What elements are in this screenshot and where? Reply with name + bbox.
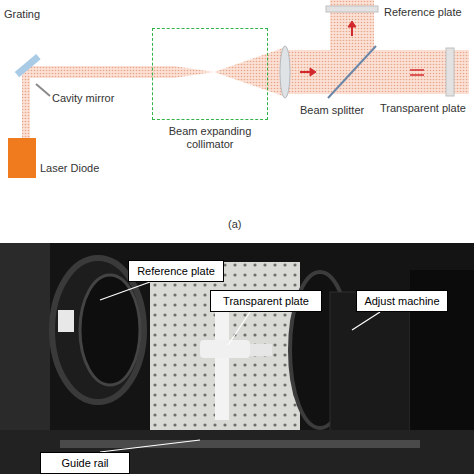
reference-plate-symbol [326,6,378,12]
part-label: Cavity mirror [52,92,114,105]
collimator-box: Beam expanding collimator [152,28,268,120]
beam-path [22,0,469,138]
photograph [0,243,474,474]
part-label: Grating [4,8,40,21]
laser-diode-box: Laser Diode [8,138,36,178]
figure-label: (a) [228,218,241,231]
cavity-mirror-symbol [36,84,50,96]
node-text: Transparent plate [223,295,309,307]
part-label: Beam splitter [300,104,364,117]
callout-box: Adjust machine [356,290,448,312]
callout-box: Reference plate [128,260,224,282]
part-label: Reference plate [384,6,462,19]
node-text: Beam expanding collimator [153,125,267,150]
lens-symbol [280,46,290,98]
node-text: Adjust machine [364,295,439,307]
direction-arrows [300,21,424,76]
node-text: Laser Diode [40,162,99,175]
grating-symbol [15,54,41,77]
callout-box: Transparent plate [210,290,322,312]
beam-splitter-symbol [328,46,376,98]
node-text: Reference plate [137,265,215,277]
node-text: Guide rail [61,457,108,469]
leader-lines [100,282,380,452]
part-label: Transparent plate [380,102,466,115]
transparent-plate-symbol [446,48,454,96]
callout-box: Guide rail [40,452,130,474]
